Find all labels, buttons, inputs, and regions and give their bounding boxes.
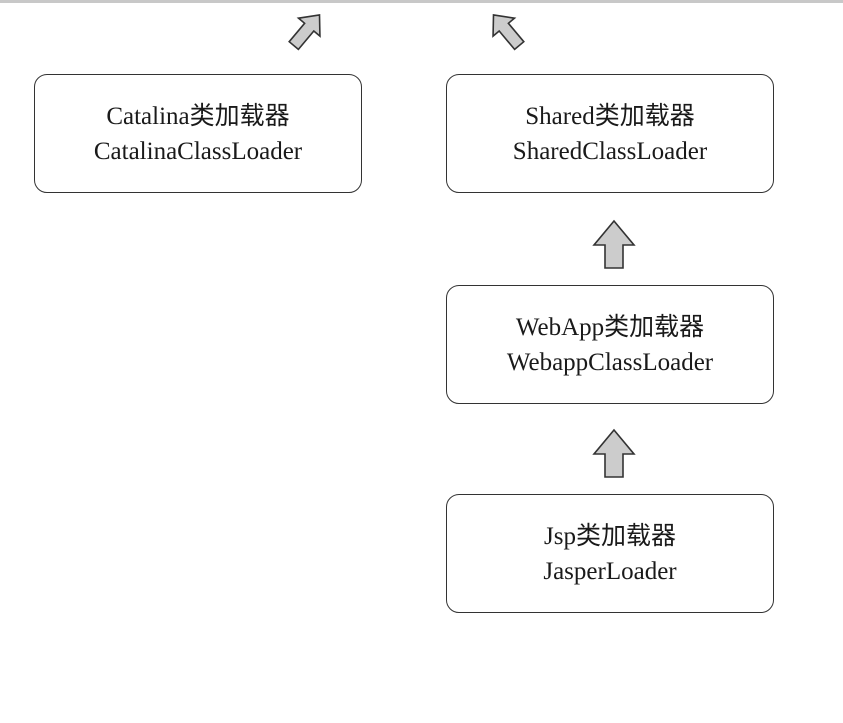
- webapp-to-shared-arrow: [592, 219, 636, 269]
- jsp-node-class-name: JasperLoader: [543, 557, 677, 585]
- webapp-node-class-name: WebappClassLoader: [506, 348, 714, 376]
- shared-node-class-name: SharedClassLoader: [512, 137, 708, 165]
- shared-to-parent-arrow: [492, 13, 525, 51]
- catalina-classloader-node: Catalina类加载器 CatalinaClassLoader: [34, 74, 362, 193]
- webapp-node-title: WebApp类加载器: [515, 313, 705, 341]
- jsp-classloader-node: Jsp类加载器 JasperLoader: [446, 494, 774, 613]
- jsp-node-title: Jsp类加载器: [544, 522, 676, 550]
- shared-node-title: Shared类加载器: [525, 102, 695, 130]
- catalina-node-title: Catalina类加载器: [106, 102, 290, 130]
- jsp-to-webapp-arrow: [592, 428, 636, 478]
- webapp-classloader-node: WebApp类加载器 WebappClassLoader: [446, 285, 774, 404]
- shared-classloader-node: Shared类加载器 SharedClassLoader: [446, 74, 774, 193]
- catalina-node-class-name: CatalinaClassLoader: [93, 137, 303, 165]
- catalina-to-parent-arrow: [288, 13, 321, 51]
- top-divider: [0, 0, 843, 3]
